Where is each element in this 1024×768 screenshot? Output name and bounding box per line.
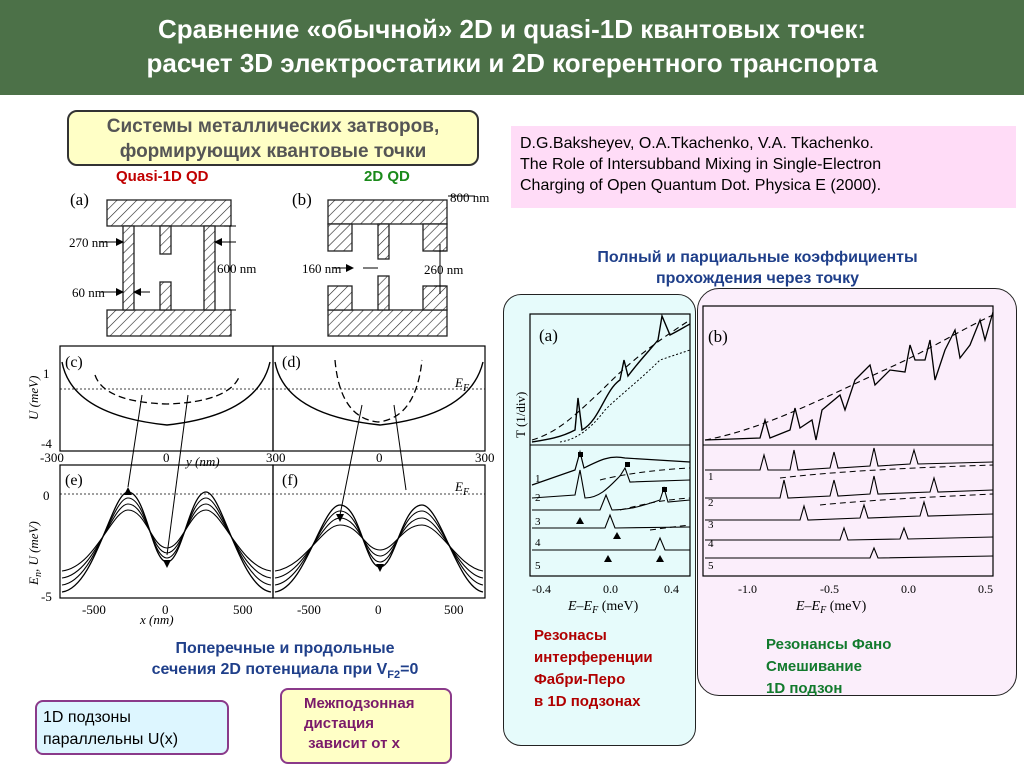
en-tick-0: 0 [43, 488, 50, 503]
en-axis-label: En, U (meV) [26, 521, 44, 586]
res-b-line-1: Резонансы Фано [766, 636, 892, 653]
b-channel-1: 1 [708, 471, 714, 483]
u-axis-label: U (meV) [26, 376, 41, 420]
transmission-title-line-1: Полный и парциальные коэффициенты [597, 249, 918, 266]
y-tick-0-left: 0 [163, 450, 170, 465]
gate-box-line-1: Системы металлических затворов, [106, 116, 440, 137]
box-1d-line-2: параллельны U(x) [43, 731, 179, 748]
potential-panels-ef [59, 464, 486, 599]
dim-270nm: 270 nm [69, 235, 108, 250]
b-tick-minus1.0: -1.0 [738, 582, 757, 596]
panel-fabry-perot [503, 294, 696, 746]
b-channel-5: 5 [708, 560, 714, 572]
panel-c-label: (c) [65, 354, 83, 371]
a-tick-0.4: 0.4 [664, 582, 679, 596]
gate-a-label: (a) [70, 190, 89, 209]
reference-line-1: D.G.Baksheyev, O.A.Tkachenko, V.A. Tkach… [520, 135, 874, 152]
dim-260nm: 260 nm [424, 262, 463, 277]
x-tick-0-right: 0 [375, 602, 382, 617]
a-energy-axis: E–EF (meV) [567, 599, 639, 616]
intersubband-distance-box: Межподзонная дистация зависит от x [280, 688, 452, 764]
b-tick-minus0.5: -0.5 [820, 582, 839, 596]
panel-f-label: (f) [282, 472, 298, 489]
en-tick-minus5: -5 [41, 589, 52, 604]
b-channel-2: 2 [708, 497, 714, 509]
box-inter-line-1: Межподзонная [304, 695, 415, 712]
sections-line-1: Поперечные и продольные [175, 640, 395, 657]
t-axis-label: T (1/div) [513, 392, 528, 438]
ef-label-upper: EF [454, 375, 470, 394]
panel-e-label: (e) [65, 472, 83, 489]
b-energy-axis: E–EF (meV) [795, 599, 867, 616]
b-channel-4: 4 [708, 538, 714, 550]
x-tick-minus500-left: -500 [82, 602, 106, 617]
resonances-fano: Резонансы Фано Смешивание 1D подзон [766, 634, 891, 700]
dim-800nm: 800 nm [450, 190, 489, 205]
potential-panels-cd [59, 345, 486, 452]
res-b-line-2: Смешивание [766, 658, 862, 675]
slide-header: Сравнение «обычной» 2D и quasi-1D кванто… [0, 0, 1024, 95]
a-tick-0.0: 0.0 [603, 582, 618, 596]
x-tick-0-left: 0 [162, 602, 169, 617]
y-axis-label: y (nm) [184, 454, 220, 469]
res-a-line-2: интерференции [534, 649, 653, 666]
a-tick-minus0.4: -0.4 [532, 582, 551, 596]
resonances-fabry-perot: Резонасы интерференции Фабри-Перо в 1D п… [534, 625, 653, 713]
y-tick-minus300: -300 [40, 450, 64, 465]
b-tick-0.5: 0.5 [978, 582, 993, 596]
res-a-line-3: Фабри-Перо [534, 671, 626, 688]
gate-b-label: (b) [292, 190, 312, 209]
b-channel-3: 3 [708, 519, 714, 531]
a-channel-5: 5 [535, 560, 541, 572]
y-tick-300-right: 300 [475, 450, 495, 465]
reference-line-2: The Role of Intersubband Mixing in Singl… [520, 156, 882, 173]
label-quasi-1d: Quasi-1D QD [116, 168, 209, 185]
panel-d-label: (d) [282, 354, 301, 371]
gate-diagram-a [106, 199, 232, 337]
ef-label-lower: EF [454, 479, 470, 498]
trans-a-label: (a) [539, 326, 558, 345]
subbands-parallel-box: 1D подзоны параллельны U(x) [35, 700, 229, 755]
y-tick-0-right: 0 [376, 450, 383, 465]
x-axis-label: x (nm) [139, 612, 174, 627]
transmission-title: Полный и парциальные коэффициенты прохож… [520, 247, 995, 289]
y-tick-300-left: 300 [266, 450, 286, 465]
label-2d: 2D QD [364, 168, 410, 185]
box-inter-line-2: дистация [304, 715, 374, 732]
res-a-line-4: в 1D подзонах [534, 693, 641, 710]
x-tick-500-right: 500 [444, 602, 464, 617]
title-line-1: Сравнение «обычной» 2D и quasi-1D кванто… [157, 14, 867, 44]
dim-600nm: 600 nm [217, 261, 256, 276]
title-line-2: расчет 3D электростатики и 2D когерентно… [146, 48, 878, 78]
res-a-line-1: Резонасы [534, 627, 607, 644]
box-1d-line-1: 1D подзоны [43, 709, 131, 726]
sections-line-2: сечения 2D потенциала при VF2=0 [151, 661, 419, 682]
x-tick-500-left: 500 [233, 602, 253, 617]
trans-b-label: (b) [708, 327, 728, 346]
panel-fano [697, 288, 1017, 696]
transmission-plot-a [529, 313, 691, 577]
transmission-title-line-2: прохождения через точку [655, 270, 859, 287]
a-channel-4: 4 [535, 537, 541, 549]
x-tick-minus500-right: -500 [297, 602, 321, 617]
box-inter-line-3: зависит от x [304, 735, 400, 752]
dim-160nm: 160 nm [302, 261, 341, 276]
gate-systems-box: Системы металлических затворов, формирую… [67, 110, 479, 166]
a-channel-2: 2 [535, 492, 541, 504]
reference-line-3: Charging of Open Quantum Dot. Physica E … [520, 177, 882, 194]
res-b-line-3: 1D подзон [766, 680, 843, 697]
reference-box: D.G.Baksheyev, O.A.Tkachenko, V.A. Tkach… [511, 126, 1016, 208]
u-tick-minus4: -4 [41, 436, 52, 451]
b-tick-0.0: 0.0 [901, 582, 916, 596]
transmission-plot-b [702, 305, 994, 577]
a-channel-3: 3 [535, 516, 541, 528]
gate-box-line-2: формирующих квантовые точки [119, 141, 427, 162]
u-tick-1: 1 [43, 366, 50, 381]
dim-60nm: 60 nm [72, 285, 105, 300]
a-channel-1: 1 [535, 473, 541, 485]
potential-sections-caption: Поперечные и продольные сечения 2D потен… [100, 638, 470, 686]
gate-diagram-b [327, 199, 448, 337]
